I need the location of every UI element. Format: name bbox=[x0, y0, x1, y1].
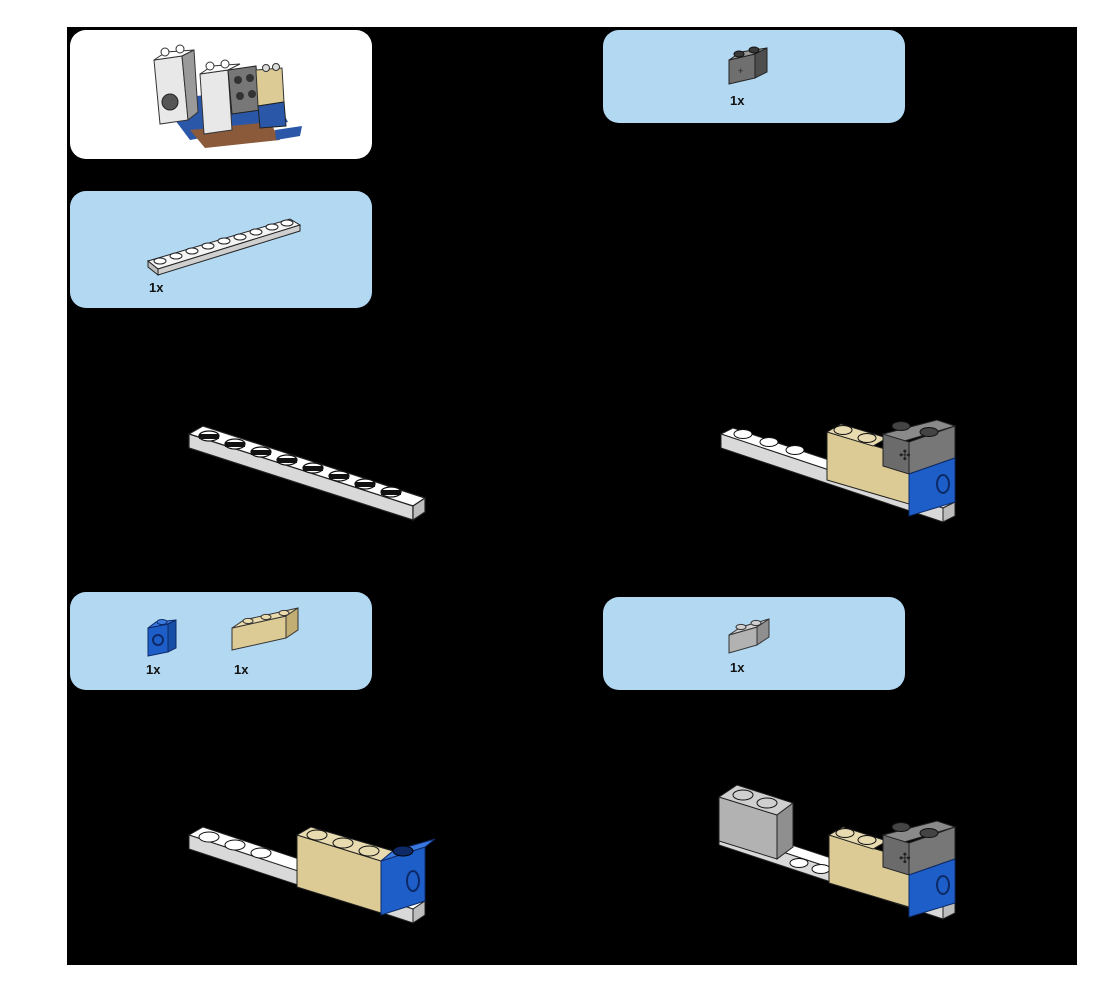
qty-label: 1x bbox=[146, 662, 161, 677]
svg-text:✣: ✣ bbox=[899, 447, 911, 463]
parts-callout-technic-brick: + 1x bbox=[603, 30, 905, 123]
qty-label: 1x bbox=[149, 280, 164, 295]
qty-label: 1x bbox=[730, 660, 745, 675]
light-gray-brick-1x2-icon bbox=[728, 618, 770, 654]
svg-text:✣: ✣ bbox=[899, 850, 911, 866]
qty-label: 1x bbox=[234, 662, 249, 677]
instruction-page: + 1x 1x bbox=[67, 27, 1077, 965]
parts-callout-blue-tan: 1x 1x bbox=[70, 592, 372, 690]
parts-callout-light-gray-brick: 1x bbox=[603, 597, 905, 690]
step-technic-brick-result-image: ✣ bbox=[719, 419, 957, 523]
tan-brick-1x3-icon bbox=[231, 607, 299, 651]
assembled-model-image bbox=[153, 44, 302, 148]
step-light-gray-result-image: ✣ bbox=[717, 784, 957, 920]
svg-text:+: + bbox=[738, 66, 743, 76]
model-overview-panel bbox=[70, 30, 372, 159]
white-plate-1x10-icon bbox=[146, 218, 302, 277]
step-plate-result-image bbox=[187, 425, 427, 522]
step-blue-tan-result-image bbox=[187, 826, 436, 924]
dark-gray-technic-brick-icon: + bbox=[728, 46, 768, 85]
blue-technic-brick-icon bbox=[147, 619, 177, 657]
qty-label: 1x bbox=[730, 93, 745, 108]
parts-callout-plate: 1x bbox=[70, 191, 372, 308]
